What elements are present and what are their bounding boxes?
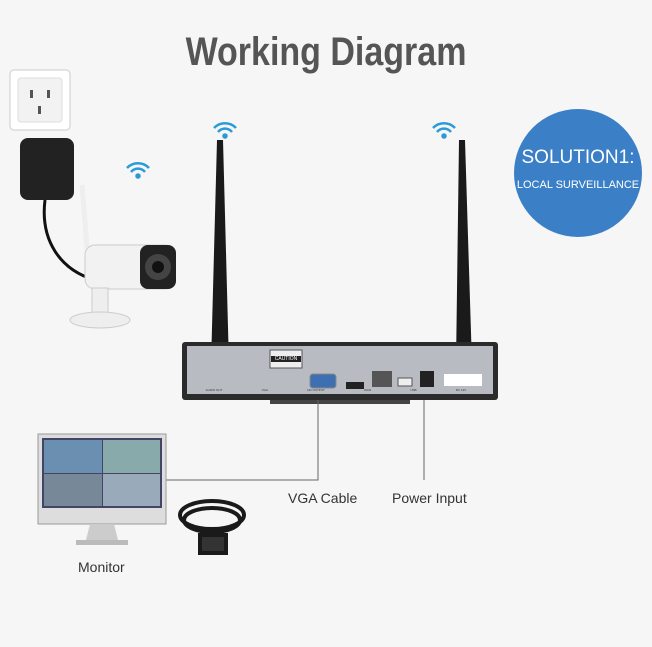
solution-badge: SOLUTION1: LOCAL SURVEILLANCE — [514, 109, 642, 237]
power-outlet — [9, 69, 71, 131]
port-label: VGA — [261, 388, 268, 392]
solution-subtitle: LOCAL SURVEILLANCE — [516, 179, 640, 191]
antenna-left — [211, 140, 229, 365]
caution-label: CAUTION — [271, 356, 301, 362]
nvr-recorder — [182, 342, 498, 404]
port-label: HD OUTPUT — [307, 388, 325, 392]
diagram-title: Working Diagram — [185, 30, 467, 74]
port-label: AUDIO OUT — [205, 388, 223, 392]
vga-line — [165, 400, 319, 481]
port-label: USB — [410, 388, 417, 392]
port-labels: AUDIO OUT VGA HD OUTPUT WAN USB DC 12V — [186, 388, 486, 392]
antenna-right — [456, 140, 472, 365]
port-label: WAN — [364, 388, 371, 392]
vga-cable-label: VGA Cable — [288, 490, 358, 506]
vga-cable — [178, 499, 246, 555]
wifi-icon — [213, 121, 237, 139]
wifi-icons — [126, 121, 456, 179]
port-label: DC 12V — [455, 388, 467, 392]
wifi-icon — [432, 121, 456, 139]
monitor-label: Monitor — [78, 559, 125, 575]
monitor — [37, 433, 167, 545]
power-input-label: Power Input — [392, 490, 467, 506]
solution-heading: SOLUTION1: — [521, 147, 635, 168]
wifi-icon — [126, 161, 150, 179]
power-adapter — [20, 138, 96, 282]
bullet-camera — [69, 184, 176, 329]
